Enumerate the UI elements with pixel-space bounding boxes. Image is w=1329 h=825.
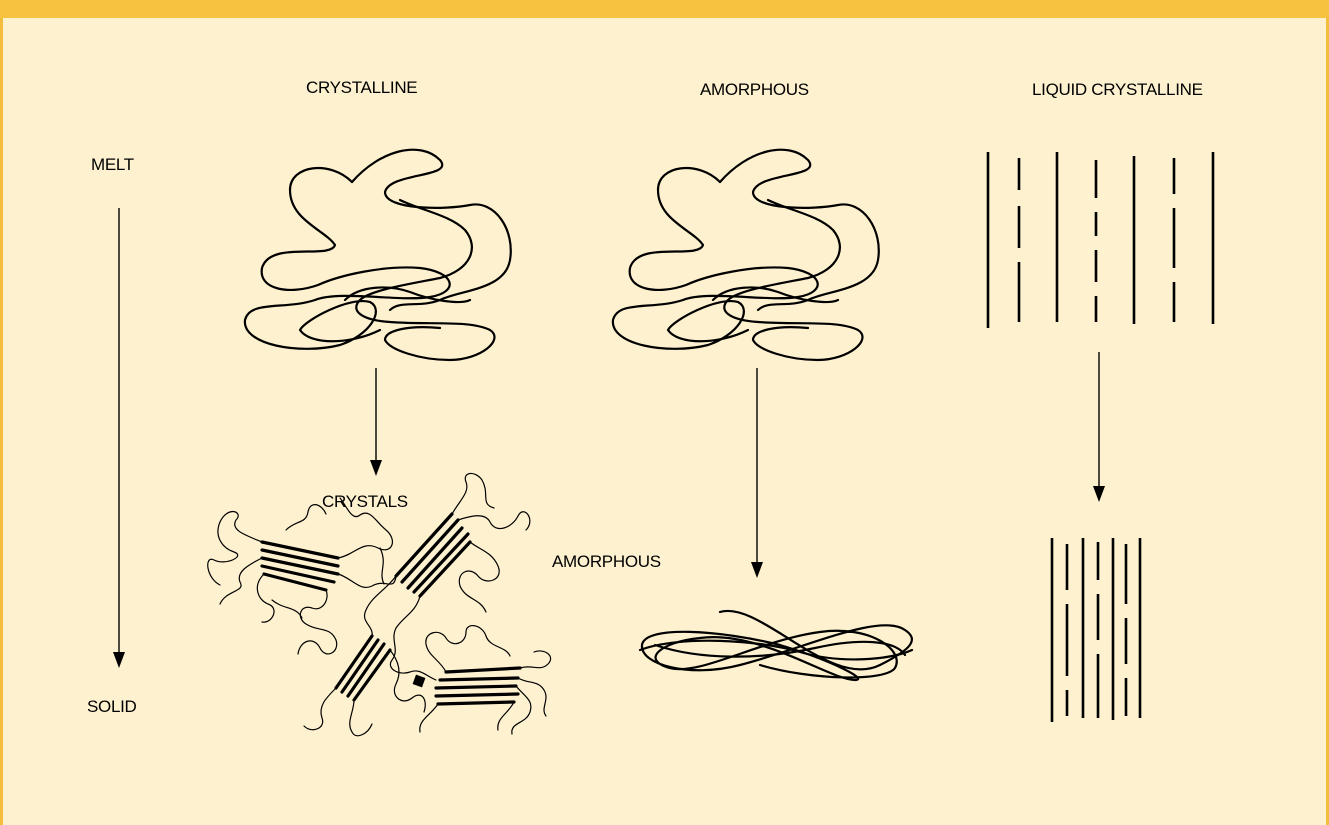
amorphous-melt-coil [613,150,879,360]
crystalline-melt-coil [245,150,511,360]
crystal-bundle [336,636,390,700]
amorphous-solid-coil [640,611,912,680]
amorphous-cooling-arrow [751,368,763,578]
liquid-crystalline-melt-rods [988,152,1213,328]
crystalline-cooling-arrow [370,368,382,476]
liquid-crystalline-solid-rods [1052,538,1140,722]
amorphous-chain-segments [208,473,551,735]
liquid-crystalline-cooling-arrow [1093,352,1105,502]
crystalline-solid-structure [208,473,551,735]
crystal-bundle [262,542,338,590]
crystal-bundle [413,668,520,704]
melt-to-solid-arrow [113,208,125,668]
